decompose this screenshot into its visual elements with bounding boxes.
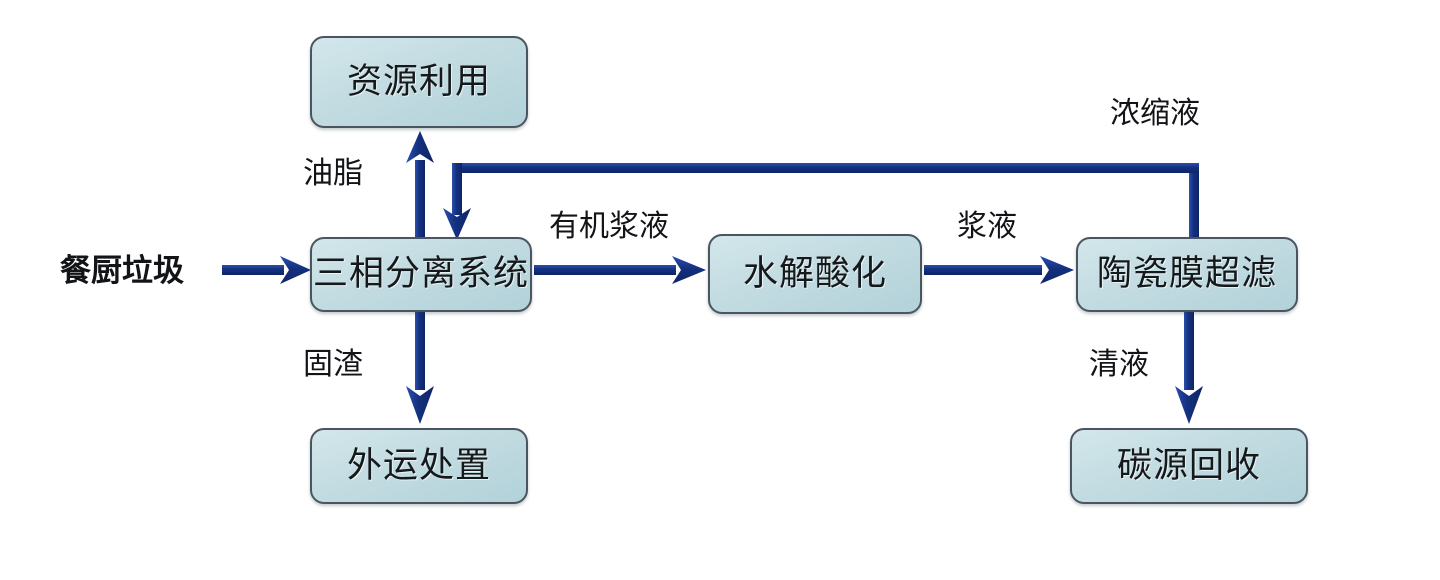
node-external-transport-disposal[interactable]: 外运处置 xyxy=(310,428,528,504)
edge-label-solid-residue: 固渣 xyxy=(303,347,363,382)
edge-label-clear-liquid: 清液 xyxy=(1089,347,1149,382)
edge-hydrolysis-to-ceramic xyxy=(924,256,1074,284)
node-label-ceramic-membrane-ultrafiltration: 陶瓷膜超滤 xyxy=(1096,254,1277,294)
edge-label-kitchen-waste: 餐厨垃圾 xyxy=(60,253,184,289)
node-hydrolysis-acidification[interactable]: 水解酸化 xyxy=(708,234,922,314)
node-three-phase-separation[interactable]: 三相分离系统 xyxy=(310,237,532,312)
edge-label-organic-slurry: 有机浆液 xyxy=(549,209,669,244)
edge-separator-to-disposal xyxy=(406,310,434,424)
edge-label-slurry: 浆液 xyxy=(957,209,1017,244)
edge-waste-to-separator xyxy=(222,256,311,284)
node-label-external-transport-disposal: 外运处置 xyxy=(346,445,491,486)
node-label-resource-utilization: 资源利用 xyxy=(346,61,491,102)
edge-ceramic-to-separator-return xyxy=(443,163,1199,240)
edge-label-concentrate: 浓缩液 xyxy=(1110,96,1200,131)
node-resource-utilization[interactable]: 资源利用 xyxy=(310,36,528,128)
node-carbon-source-recovery[interactable]: 碳源回收 xyxy=(1070,428,1308,504)
node-ceramic-membrane-ultrafiltration[interactable]: 陶瓷膜超滤 xyxy=(1076,237,1298,312)
node-label-three-phase-separation: 三相分离系统 xyxy=(312,254,529,294)
edge-label-oil-fat: 油脂 xyxy=(303,156,363,191)
node-label-carbon-source-recovery: 碳源回收 xyxy=(1116,445,1261,486)
edge-separator-to-hydrolysis xyxy=(534,256,706,284)
edge-ceramic-to-carbon-recovery xyxy=(1175,310,1203,424)
edge-separator-to-resource xyxy=(406,131,434,240)
node-label-hydrolysis-acidification: 水解酸化 xyxy=(742,253,887,294)
